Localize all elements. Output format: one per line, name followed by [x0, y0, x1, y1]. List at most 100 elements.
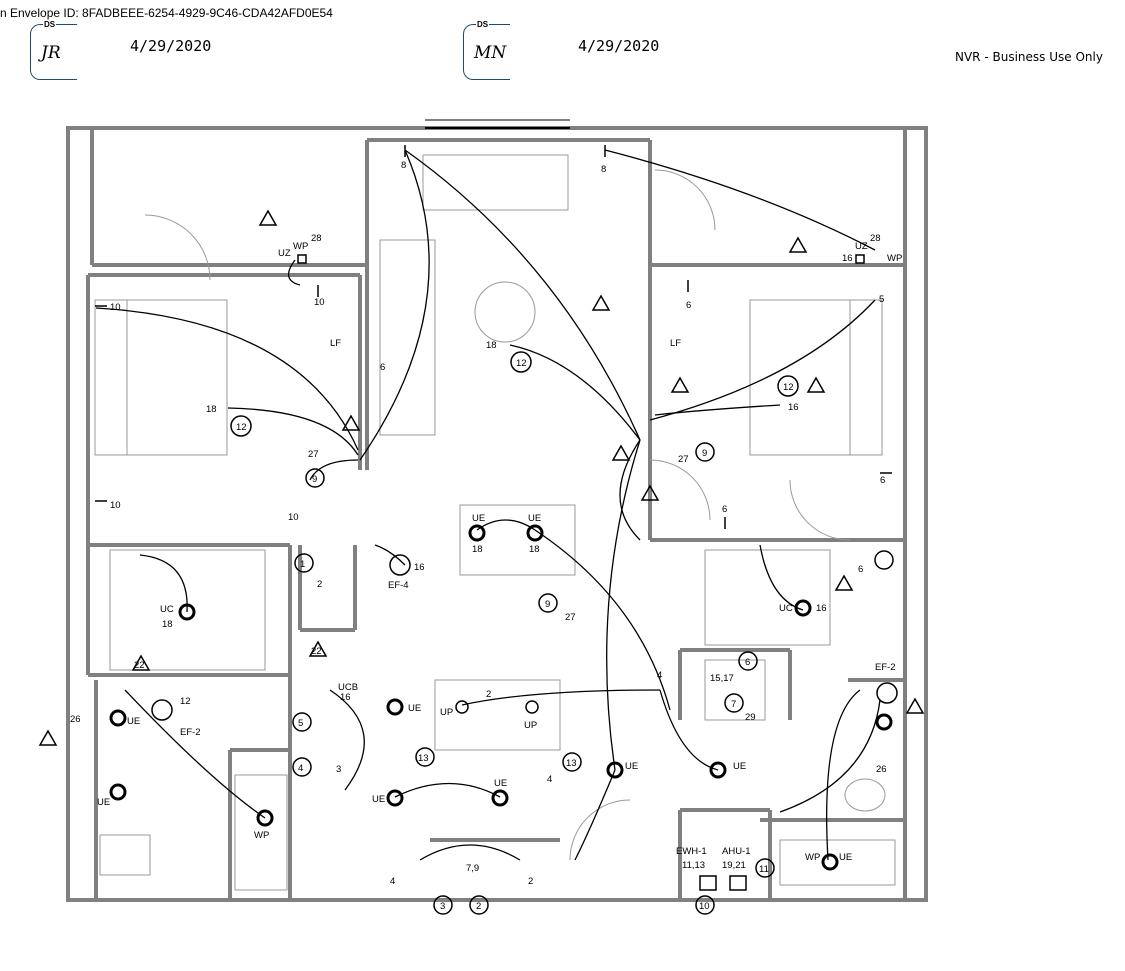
label-ue: UE — [839, 852, 852, 863]
label-6: 6 — [380, 362, 385, 373]
label-28: 28 — [870, 233, 881, 244]
label-up: UP — [524, 720, 537, 731]
label-4: 4 — [298, 763, 303, 774]
label-19-21: 19,21 — [722, 860, 746, 871]
label-18: 18 — [206, 404, 217, 415]
label-12: 12 — [236, 422, 247, 433]
label-11: 11 — [759, 864, 769, 875]
label-18: 18 — [529, 544, 540, 555]
label-16: 16 — [788, 402, 799, 413]
fixtures-outline — [94, 119, 896, 891]
label-16: 16 — [842, 253, 853, 264]
label-wp: WP — [293, 241, 308, 252]
envelope-id: n Envelope ID: 8FADBEEE-6254-4929-9C46-C… — [0, 6, 333, 20]
label-10: 10 — [288, 512, 299, 523]
label-26: 26 — [70, 714, 81, 725]
label-ef-4: EF-4 — [388, 580, 409, 591]
label-28: 28 — [311, 233, 322, 244]
label-13: 13 — [418, 753, 429, 764]
label-9: 9 — [545, 599, 550, 610]
label-18: 18 — [486, 340, 497, 351]
label-4: 4 — [547, 774, 552, 785]
walls — [66, 126, 928, 902]
label-ue: UE — [408, 703, 421, 714]
label-2: 2 — [528, 876, 533, 887]
label-18: 18 — [162, 619, 173, 630]
label-6: 6 — [858, 564, 863, 575]
label-lf: LF — [670, 338, 681, 349]
label-3: 3 — [440, 901, 445, 912]
label-wp: WP — [887, 253, 902, 264]
label-6: 6 — [686, 300, 691, 311]
label-5: 5 — [879, 294, 884, 305]
label-12: 12 — [783, 382, 794, 393]
signer1-date: 4/29/2020 — [130, 37, 212, 55]
label-9: 9 — [312, 474, 317, 485]
label-4: 4 — [390, 876, 395, 887]
label-wp: WP — [805, 852, 820, 863]
label-13: 13 — [566, 758, 577, 769]
label-ue: UE — [372, 794, 385, 805]
label-26: 26 — [876, 764, 887, 775]
label-ue: UE — [97, 797, 110, 808]
label-uz: UZ — [278, 248, 291, 259]
label-9: 9 — [702, 448, 707, 459]
label-ahu-1: AHU-1 — [722, 846, 751, 857]
label-ue: UE — [625, 761, 638, 772]
label-27: 27 — [565, 612, 576, 623]
label-16: 16 — [340, 692, 351, 703]
label-22: 22 — [311, 646, 322, 657]
label-8: 8 — [601, 164, 606, 175]
label-18: 12 — [180, 696, 191, 707]
label-16: 16 — [816, 603, 827, 614]
plan-labels: 8 8 10 10 10 10 28 28 UZ UZ WP WP WP WP … — [70, 160, 902, 912]
label-27: 27 — [308, 449, 319, 460]
label-2: 2 — [486, 689, 491, 700]
label-10: 10 — [110, 500, 121, 511]
label-ewh-1: EWH-1 — [676, 846, 707, 857]
wiring — [95, 149, 881, 861]
label-11-13: 11,13 — [682, 860, 705, 871]
label-16: 16 — [414, 562, 425, 573]
label-ue: UE — [733, 761, 746, 772]
label-7-9: 7,9 — [466, 863, 479, 874]
label-ef-2: EF-2 — [875, 662, 896, 673]
label-7: 7 — [731, 699, 736, 710]
label-ef-2: EF-2 — [180, 727, 201, 738]
label-18: 18 — [472, 544, 483, 555]
label-ue: UE — [127, 716, 140, 727]
label-29: 29 — [745, 712, 756, 723]
signer1-initials-box: DS JR — [30, 20, 77, 80]
label-10: 10 — [699, 901, 710, 912]
label-up: UP — [440, 707, 453, 718]
label-5: 5 — [298, 718, 303, 729]
label-ue: UE — [528, 513, 541, 524]
label-27: 27 — [678, 454, 689, 465]
signer2-initials: MN — [474, 43, 507, 63]
label-2: 2 — [317, 579, 322, 590]
label-uz: UZ — [855, 241, 868, 252]
label-4: 4 — [657, 670, 662, 681]
label-6: 6 — [722, 504, 727, 515]
signer2-tag: DS — [476, 20, 490, 29]
label-6: 6 — [745, 657, 750, 668]
label-wp: WP — [254, 830, 269, 841]
label-3: 3 — [336, 764, 341, 775]
label-ue: UE — [494, 778, 507, 789]
label-uc: UC — [779, 603, 793, 614]
label-ucb: UCB — [338, 682, 358, 693]
label-15-17: 15,17 — [710, 673, 734, 684]
label-1: 1 — [300, 559, 305, 570]
label-10: 10 — [314, 297, 325, 308]
label-lf: LF — [330, 338, 341, 349]
label-6: 6 — [880, 475, 885, 486]
label-10: 10 — [110, 302, 121, 313]
signer1-initials: JR — [41, 43, 61, 63]
label-12: 12 — [516, 358, 527, 369]
label-8: 8 — [401, 160, 406, 171]
signer2-date: 4/29/2020 — [578, 37, 660, 55]
label-ue: UE — [472, 513, 485, 524]
label-22: 22 — [134, 660, 145, 671]
device-symbols — [38, 145, 925, 915]
